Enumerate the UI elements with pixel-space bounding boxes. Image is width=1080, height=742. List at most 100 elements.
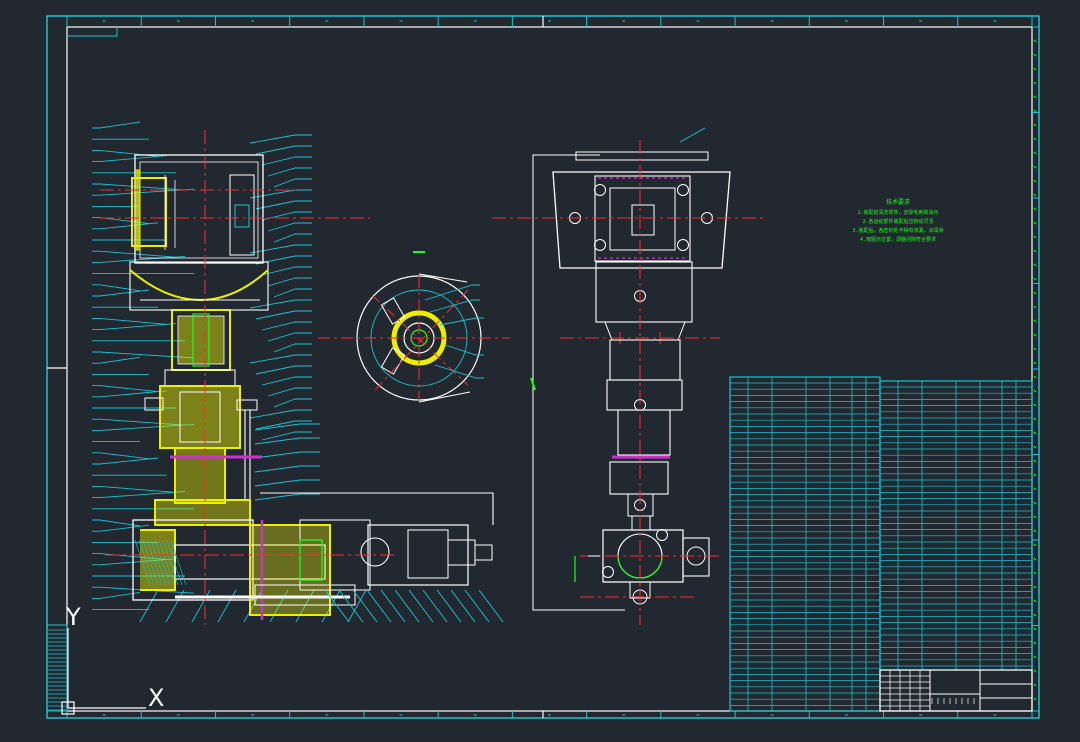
leader-line <box>92 317 168 325</box>
hatch-line <box>422 589 448 623</box>
notes-line: 4.按图示位置，调整间隙符合要求 <box>860 236 936 243</box>
zone-number-mark <box>1033 95 1037 99</box>
zone-number-mark <box>1033 445 1037 449</box>
leader-line <box>165 589 185 623</box>
leader-line <box>261 376 312 386</box>
zone-number-mark <box>1033 81 1037 85</box>
hatch-line <box>478 589 504 623</box>
zone-number-mark <box>1033 165 1037 169</box>
leader-line <box>444 344 484 356</box>
leader-line <box>254 465 320 473</box>
leader-line <box>255 310 312 320</box>
assembly-section-view <box>92 121 504 625</box>
zone-number-mark <box>1033 627 1037 631</box>
parts-list-table <box>729 376 1033 712</box>
zone-number-mark <box>1033 235 1037 239</box>
leader-line <box>92 586 195 594</box>
leader-line <box>295 589 315 623</box>
zone-number-mark <box>1033 263 1037 267</box>
leader-line <box>254 423 320 431</box>
hatch-line <box>338 589 364 623</box>
leader-line <box>249 299 312 309</box>
hatch-line <box>166 539 183 586</box>
circular-section-view <box>318 251 510 403</box>
zone-number-mark <box>1033 529 1037 533</box>
zone-number-mark <box>1033 221 1037 225</box>
leader-line <box>92 155 168 163</box>
zone-number-mark <box>1033 655 1037 659</box>
leader-line <box>424 284 480 301</box>
hatch-line <box>146 539 163 586</box>
zone-number-mark <box>1033 277 1037 281</box>
leader-line <box>255 145 312 155</box>
title-block <box>879 669 1033 712</box>
notes-line: 2.各运动部件装配后应转动灵活 <box>862 218 933 225</box>
zone-number-mark <box>1033 193 1037 197</box>
leader-line <box>249 134 312 144</box>
zone-number-mark <box>1033 473 1037 477</box>
notes-title: 技术要求 <box>886 198 910 206</box>
leader-line <box>267 387 312 397</box>
bolt-hole <box>677 184 689 196</box>
border-zone-ticks-bottom <box>66 711 1033 718</box>
margin-box <box>46 624 68 712</box>
zone-number-mark <box>1033 151 1037 155</box>
zone-number-mark <box>1033 431 1037 435</box>
leader-line <box>92 452 150 460</box>
leader-line <box>92 250 177 258</box>
hatch-line <box>380 589 406 623</box>
hatch-line <box>464 589 490 623</box>
zone-number-mark <box>1033 417 1037 421</box>
leader-line <box>92 591 141 599</box>
leader-line <box>439 317 484 326</box>
leader-line <box>273 178 312 188</box>
zone-number-mark <box>1033 487 1037 491</box>
hatch-line <box>394 589 420 623</box>
hatch-line <box>158 539 175 586</box>
leader-line <box>261 266 312 276</box>
leader-line <box>273 398 312 408</box>
bolt-hole <box>656 529 668 541</box>
leader-line <box>92 289 150 297</box>
bolt-holes <box>569 184 713 578</box>
ucs-x-label: X <box>148 684 165 712</box>
leader-line <box>92 183 186 191</box>
leader-line <box>92 423 195 431</box>
hatch-line <box>170 539 187 586</box>
border-zone-ticks-top <box>66 16 1033 27</box>
hatch-line <box>324 589 350 623</box>
base-hatch <box>134 539 504 623</box>
zone-number-mark <box>1033 599 1037 603</box>
zone-number-mark <box>1033 53 1037 57</box>
leader-line <box>254 479 320 487</box>
leader-line <box>273 233 312 243</box>
bolt-hole <box>602 566 614 578</box>
hatch-line <box>154 539 171 586</box>
elevation-view <box>492 127 765 625</box>
leader-line <box>92 491 186 499</box>
leader-line <box>249 409 312 419</box>
zone-number-mark <box>1033 557 1037 561</box>
leader-line <box>261 321 312 331</box>
zone-number-mark <box>1033 347 1037 351</box>
leader-line <box>273 288 312 298</box>
zone-number-mark <box>1033 305 1037 309</box>
leader-line <box>255 420 312 430</box>
leader-line <box>191 589 211 623</box>
zone-number-mark <box>1033 543 1037 547</box>
leader-line <box>249 244 312 254</box>
hatch-line <box>436 589 462 623</box>
leader-line <box>92 188 195 196</box>
bolt-hole <box>594 239 606 251</box>
hatch-line <box>450 589 476 623</box>
leader-line <box>92 284 141 292</box>
leader-line <box>254 493 320 501</box>
leader-lines-circle <box>424 284 484 379</box>
zone-number-mark <box>1033 585 1037 589</box>
leader-line <box>92 121 141 129</box>
leader-line <box>273 343 312 353</box>
title-block-grid <box>880 670 975 711</box>
zone-number-mark <box>1033 179 1037 183</box>
leader-line <box>217 589 237 623</box>
